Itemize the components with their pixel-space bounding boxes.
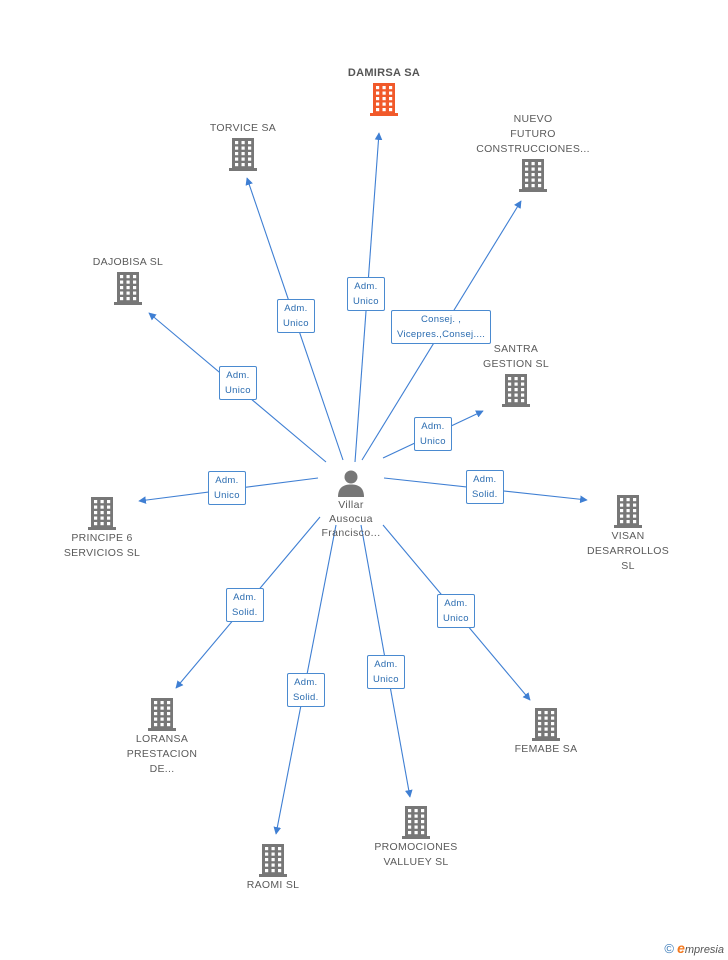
company-name: DAMIRSA SA xyxy=(347,67,421,79)
edge-label-dajobisa[interactable]: Adm. Unico xyxy=(219,366,257,400)
company-name: NUEVO FUTURO CONSTRUCCIONES... xyxy=(476,113,590,155)
company-node-raomi[interactable]: RAOMI SL xyxy=(208,842,338,893)
company-name: FEMABE SA xyxy=(514,743,578,755)
building-icon xyxy=(370,83,398,116)
copyright-icon: © xyxy=(664,941,675,956)
company-name: TORVICE SA xyxy=(209,122,277,134)
company-node-damirsa[interactable]: DAMIRSA SA xyxy=(319,66,449,117)
building-icon xyxy=(532,708,560,741)
company-node-promociones[interactable]: PROMOCIONES VALLUEY SL xyxy=(351,804,481,870)
brand-logo-e: e xyxy=(677,940,685,956)
company-node-visan[interactable]: VISAN DESARROLLOS SL xyxy=(563,493,693,574)
building-icon xyxy=(259,844,287,877)
edge-label-visan[interactable]: Adm. Solid. xyxy=(466,470,504,504)
company-name: PROMOCIONES VALLUEY SL xyxy=(374,841,458,868)
building-icon xyxy=(519,159,547,192)
building-icon xyxy=(88,497,116,530)
company-node-loransa[interactable]: LORANSA PRESTACION DE... xyxy=(97,696,227,777)
building-icon xyxy=(614,495,642,528)
company-name: LORANSA PRESTACION DE... xyxy=(126,733,198,775)
brand-logo-text: mpresia xyxy=(684,944,724,956)
edge-label-femabe[interactable]: Adm. Unico xyxy=(437,594,475,628)
company-node-dajobisa[interactable]: DAJOBISA SL xyxy=(63,255,193,306)
building-icon xyxy=(114,272,142,305)
person-icon xyxy=(338,470,364,497)
building-icon xyxy=(502,374,530,407)
building-icon xyxy=(148,698,176,731)
company-name: PRINCIPE 6 SERVICIOS SL xyxy=(63,532,141,559)
company-node-santra[interactable]: SANTRA GESTION SL xyxy=(451,342,581,408)
company-name: DAJOBISA SL xyxy=(92,256,164,268)
edge-label-principe[interactable]: Adm. Unico xyxy=(208,471,246,505)
edge-label-nuevo[interactable]: Consej. , Vicepres.,Consej.... xyxy=(391,310,492,344)
edge-label-raomi[interactable]: Adm. Solid. xyxy=(287,673,325,707)
company-node-nuevo[interactable]: NUEVO FUTURO CONSTRUCCIONES... xyxy=(468,112,598,193)
company-name: VISAN DESARROLLOS SL xyxy=(586,530,670,572)
building-icon xyxy=(229,138,257,171)
building-icon xyxy=(402,806,430,839)
company-node-torvice[interactable]: TORVICE SA xyxy=(178,121,308,172)
edge-label-santra[interactable]: Adm. Unico xyxy=(414,417,452,451)
edge-label-damirsa[interactable]: Adm. Unico xyxy=(347,277,385,311)
edge-label-promociones[interactable]: Adm. Unico xyxy=(367,655,405,689)
company-name: SANTRA GESTION SL xyxy=(482,343,549,370)
edge-label-torvice[interactable]: Adm. Unico xyxy=(277,299,315,333)
person-node[interactable]: Villar Ausocua Francisco... xyxy=(291,468,411,540)
footer-brand: © empresia xyxy=(664,940,724,956)
company-name: RAOMI SL xyxy=(246,879,300,891)
edge-label-loransa[interactable]: Adm. Solid. xyxy=(226,588,264,622)
company-node-principe[interactable]: PRINCIPE 6 SERVICIOS SL xyxy=(37,495,167,561)
company-node-femabe[interactable]: FEMABE SA xyxy=(481,706,611,757)
person-name: Villar Ausocua Francisco... xyxy=(321,499,381,539)
